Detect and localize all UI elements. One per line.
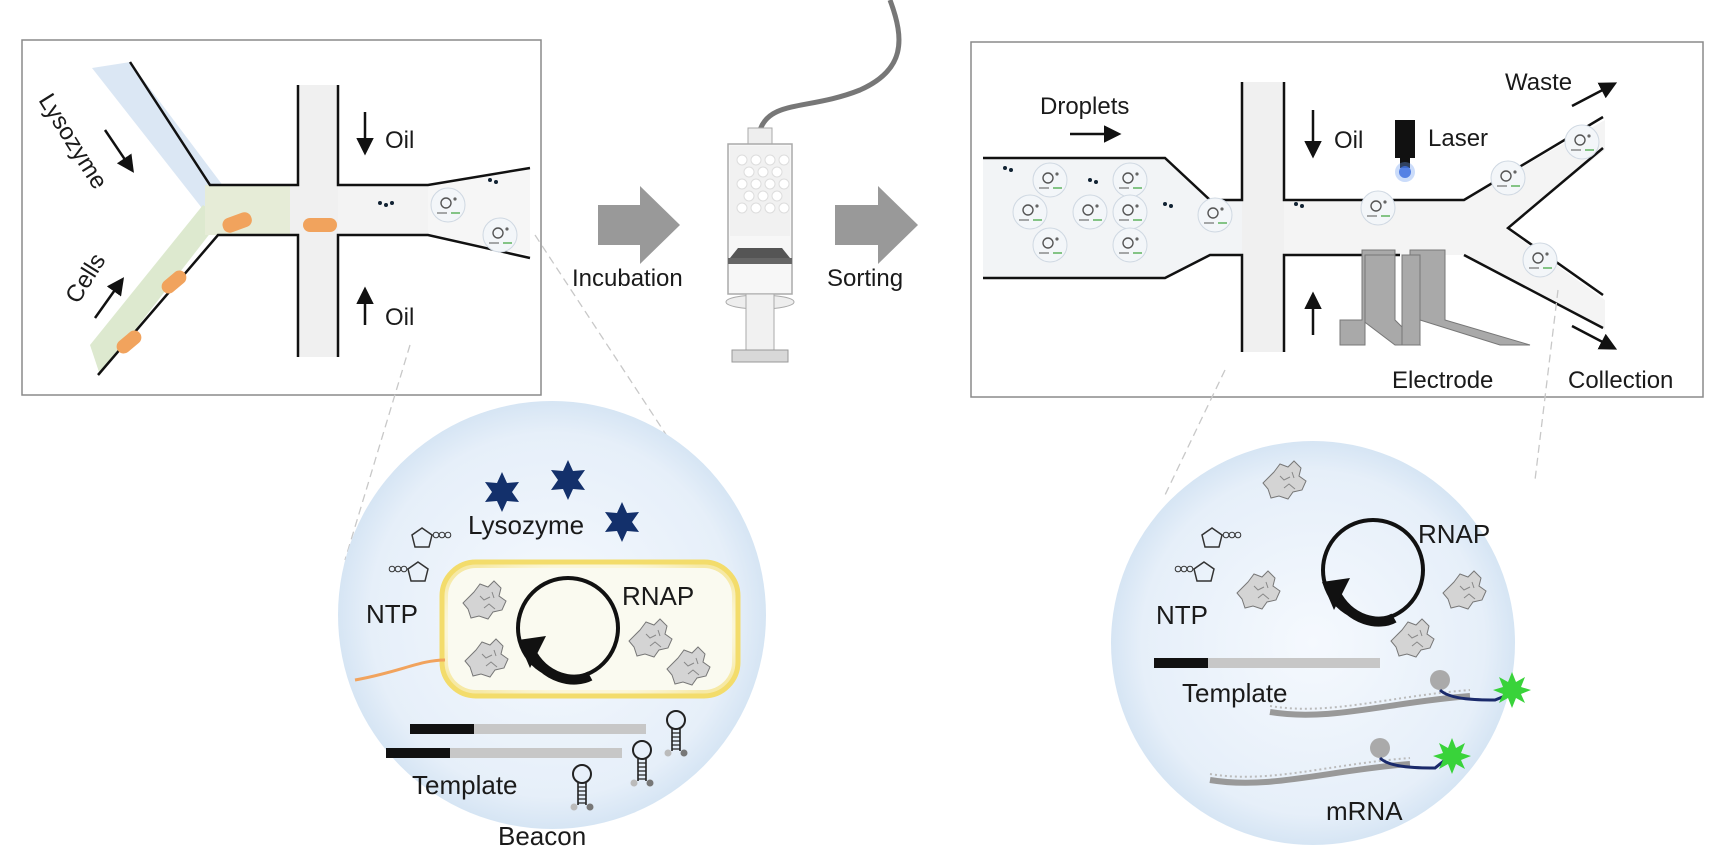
ntp-label: NTP [366,599,418,629]
cells-inlet-fill [90,205,222,375]
laser-icon [1395,120,1415,158]
mrna-strand [1209,761,1411,786]
oil-label: Oil [1334,127,1363,154]
droplet [482,217,518,253]
waste-arrow [1571,82,1618,108]
sorting-arrow [835,186,918,264]
cell-pilus [354,658,446,682]
oil-bottom-label: Oil [385,304,414,331]
right-inset-sorting-detail: RNAP NTP Template mRNA [1111,441,1531,845]
rnap-label: RNAP [1418,519,1490,549]
cell [161,270,187,294]
electrode-label: Electrode [1392,367,1493,394]
process-steps: Incubation Sorting [572,0,918,363]
syringe-icon [725,0,902,363]
right-inset-circle [1111,441,1515,845]
lysozyme-label: Lysozyme [468,510,584,540]
sorting-label: Sorting [827,265,903,292]
template-label: Template [1182,678,1288,708]
mrna-label: mRNA [1326,796,1403,826]
droplet [430,187,466,223]
template-dna [410,724,474,734]
cell [222,212,252,233]
zoom-guides [344,234,1559,561]
cell [303,218,337,232]
waste-label: Waste [1505,69,1572,96]
oil-top-label: Oil [385,127,414,154]
lysozyme-inlet-fill [92,62,230,212]
ntp-label: NTP [1156,600,1208,630]
cell [116,330,142,354]
collection-label: Collection [1568,367,1673,394]
rnap-label: RNAP [622,581,694,611]
incubation-label: Incubation [572,265,683,292]
template-dna [1154,658,1208,668]
left-microfluidic-panel: Lysozyme Cells Oil Oil [21,39,542,396]
left-inset-droplet-detail: Lysozyme NTP RNAP Template Beacon [338,401,766,851]
lysozyme-flow-arrow [103,129,134,173]
merge-channel-fill [205,185,295,235]
incubation-arrow [598,186,680,264]
laser-label: Laser [1428,125,1488,152]
droplets-label: Droplets [1040,93,1129,120]
template-label: Template [412,770,518,800]
right-sorting-panel: Droplets Oil Laser Waste Electrode Colle… [970,41,1704,398]
beacon-label: Beacon [498,821,586,851]
mrna-strand [1269,693,1471,718]
collection-arrow [1571,324,1618,350]
cells-flow-arrow [93,277,125,319]
